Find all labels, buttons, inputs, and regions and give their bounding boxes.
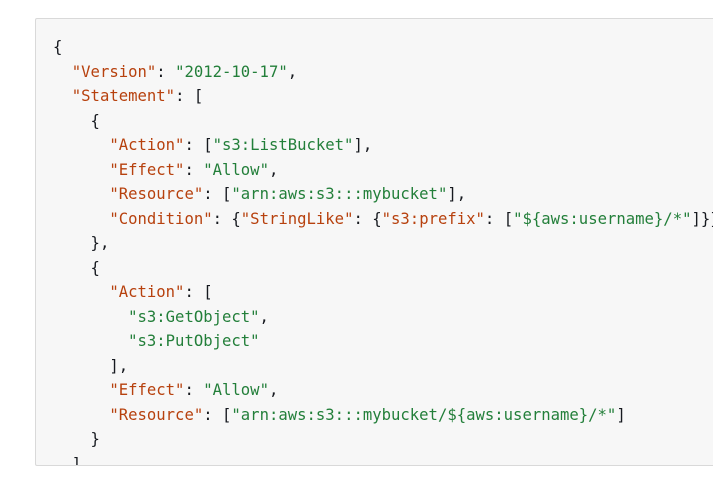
json-punctuation: }, <box>53 234 110 252</box>
json-string: "${aws:username}/*" <box>513 209 692 228</box>
code-line: "s3:GetObject", <box>53 305 713 330</box>
json-punctuation: : [ <box>484 209 514 228</box>
json-key: "Condition" <box>109 209 213 228</box>
json-string: "s3:PutObject" <box>128 332 260 350</box>
json-string: "Allow" <box>203 160 269 179</box>
json-punctuation <box>53 136 109 154</box>
json-punctuation: : <box>184 160 204 179</box>
json-punctuation: ], <box>353 136 373 154</box>
json-punctuation: { <box>53 258 100 277</box>
code-line: { <box>53 35 713 60</box>
json-punctuation <box>53 210 109 228</box>
json-punctuation <box>53 381 109 399</box>
code-line: "Version": "2012-10-17", <box>53 60 713 85</box>
json-key: "Action" <box>109 136 185 154</box>
json-punctuation: , <box>287 62 298 81</box>
code-line: "Resource": ["arn:aws:s3:::mybucket"], <box>53 182 713 207</box>
json-string: "s3:ListBucket" <box>212 136 354 154</box>
json-string: "arn:aws:s3:::mybucket/${aws:username}/*… <box>231 405 617 424</box>
json-punctuation: : { <box>353 209 382 228</box>
json-punctuation <box>53 332 128 350</box>
json-punctuation: : [ <box>184 136 213 154</box>
json-key: "StringLike" <box>240 209 354 228</box>
json-key: "s3:prefix" <box>381 209 485 228</box>
json-key: "Statement" <box>71 87 176 105</box>
json-string: "Allow" <box>203 381 269 399</box>
json-punctuation: , <box>268 160 279 179</box>
json-punctuation: : [ <box>184 283 213 301</box>
json-punctuation: ] <box>616 405 626 424</box>
code-line: }, <box>53 231 713 256</box>
json-punctuation <box>53 406 109 424</box>
json-punctuation <box>53 185 109 203</box>
json-key: "Resource" <box>109 185 204 203</box>
code-line: "Effect": "Allow", <box>53 378 713 403</box>
json-punctuation: : { <box>212 209 241 228</box>
json-key: "Effect" <box>109 381 185 399</box>
json-punctuation: { <box>53 38 63 56</box>
json-punctuation: } <box>53 430 100 448</box>
json-punctuation: : [ <box>203 405 232 424</box>
code-line: "Action": ["s3:ListBucket"], <box>53 133 713 158</box>
code-line: ] <box>53 452 713 466</box>
json-string: "s3:GetObject" <box>128 307 260 326</box>
json-punctuation: : [ <box>203 185 232 203</box>
code-line: "Condition": {"StringLike": {"s3:prefix"… <box>53 207 713 232</box>
json-punctuation: ] <box>53 454 82 466</box>
json-string: "arn:aws:s3:::mybucket" <box>231 185 448 203</box>
code-line: "Effect": "Allow", <box>53 158 713 183</box>
json-policy-code: { "Version": "2012-10-17", "Statement": … <box>53 35 713 466</box>
code-line: "Action": [ <box>53 280 713 305</box>
json-punctuation: , <box>259 307 269 326</box>
json-punctuation: : <box>156 62 176 81</box>
json-string: "2012-10-17" <box>175 62 288 81</box>
code-line: "Resource": ["arn:aws:s3:::mybucket/${aw… <box>53 403 713 428</box>
json-key: "Version" <box>71 62 157 81</box>
json-punctuation: : <box>184 381 204 399</box>
json-key: "Action" <box>109 283 185 301</box>
json-punctuation <box>53 63 72 81</box>
code-line: ], <box>53 354 713 379</box>
json-punctuation: ], <box>53 356 129 375</box>
json-punctuation: { <box>53 111 100 130</box>
json-punctuation: , <box>268 381 279 399</box>
code-line: { <box>53 109 713 134</box>
json-punctuation: : [ <box>175 87 204 105</box>
json-punctuation: ]}} <box>691 209 713 228</box>
code-block: { "Version": "2012-10-17", "Statement": … <box>35 18 713 466</box>
json-key: "Resource" <box>109 405 204 424</box>
code-line: } <box>53 427 713 452</box>
json-key: "Effect" <box>109 160 185 179</box>
json-punctuation: ], <box>447 185 467 203</box>
code-line: { <box>53 256 713 281</box>
json-punctuation <box>53 283 109 301</box>
json-punctuation <box>53 87 72 105</box>
code-line: "Statement": [ <box>53 84 713 109</box>
json-punctuation <box>53 161 109 179</box>
json-punctuation <box>53 308 128 326</box>
code-line: "s3:PutObject" <box>53 329 713 354</box>
